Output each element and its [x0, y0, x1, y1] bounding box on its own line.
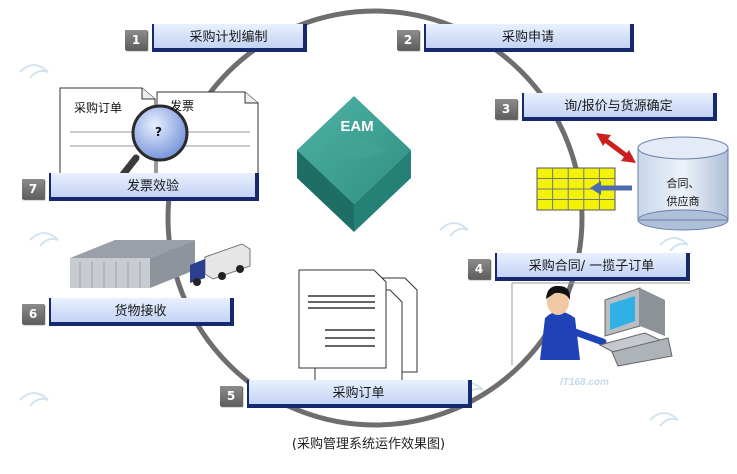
- watermark-brand: IT168.com: [560, 377, 609, 388]
- exchange-arrow-icon: [596, 133, 636, 163]
- database-label-line1: 合同、: [666, 177, 700, 190]
- step-4-number: 4: [468, 259, 490, 279]
- step-2-label: 采购申请: [424, 24, 634, 52]
- step-1-label: 采购计划编制: [152, 24, 307, 52]
- truck-icon: [190, 243, 251, 286]
- step-6-label: 货物接收: [49, 298, 234, 326]
- order-documents: [298, 269, 418, 385]
- database-icon: [637, 136, 729, 231]
- step-3-label: 询/报价与货源确定: [522, 93, 717, 121]
- database-label-line2: 供应商: [666, 195, 700, 208]
- step-4-label: 采购合同/ 一揽子订单: [495, 253, 690, 281]
- cycle-ring: [165, 8, 585, 428]
- step-6-number: 6: [22, 304, 44, 324]
- warehouse-icon: [70, 240, 195, 288]
- magnifier-question-mark: ?: [155, 125, 162, 139]
- step-7-label: 发票效验: [49, 173, 259, 201]
- step-1-number: 1: [125, 30, 147, 50]
- eam-label: EAM: [340, 118, 374, 135]
- eam-block: [297, 96, 411, 232]
- doc-invoice-label: 发票: [170, 99, 195, 113]
- step-3-number: 3: [495, 99, 517, 119]
- figure-caption: (采购管理系统运作效果图): [291, 437, 446, 452]
- step-5-number: 5: [220, 386, 242, 406]
- quote-grid-icon: [536, 167, 632, 211]
- step-7-number: 7: [22, 179, 44, 199]
- step-5-label: 采购订单: [247, 380, 472, 408]
- step-2-number: 2: [397, 30, 419, 50]
- doc-purchase-order-label: 采购订单: [74, 101, 123, 115]
- user-at-computer-icon: [511, 282, 690, 367]
